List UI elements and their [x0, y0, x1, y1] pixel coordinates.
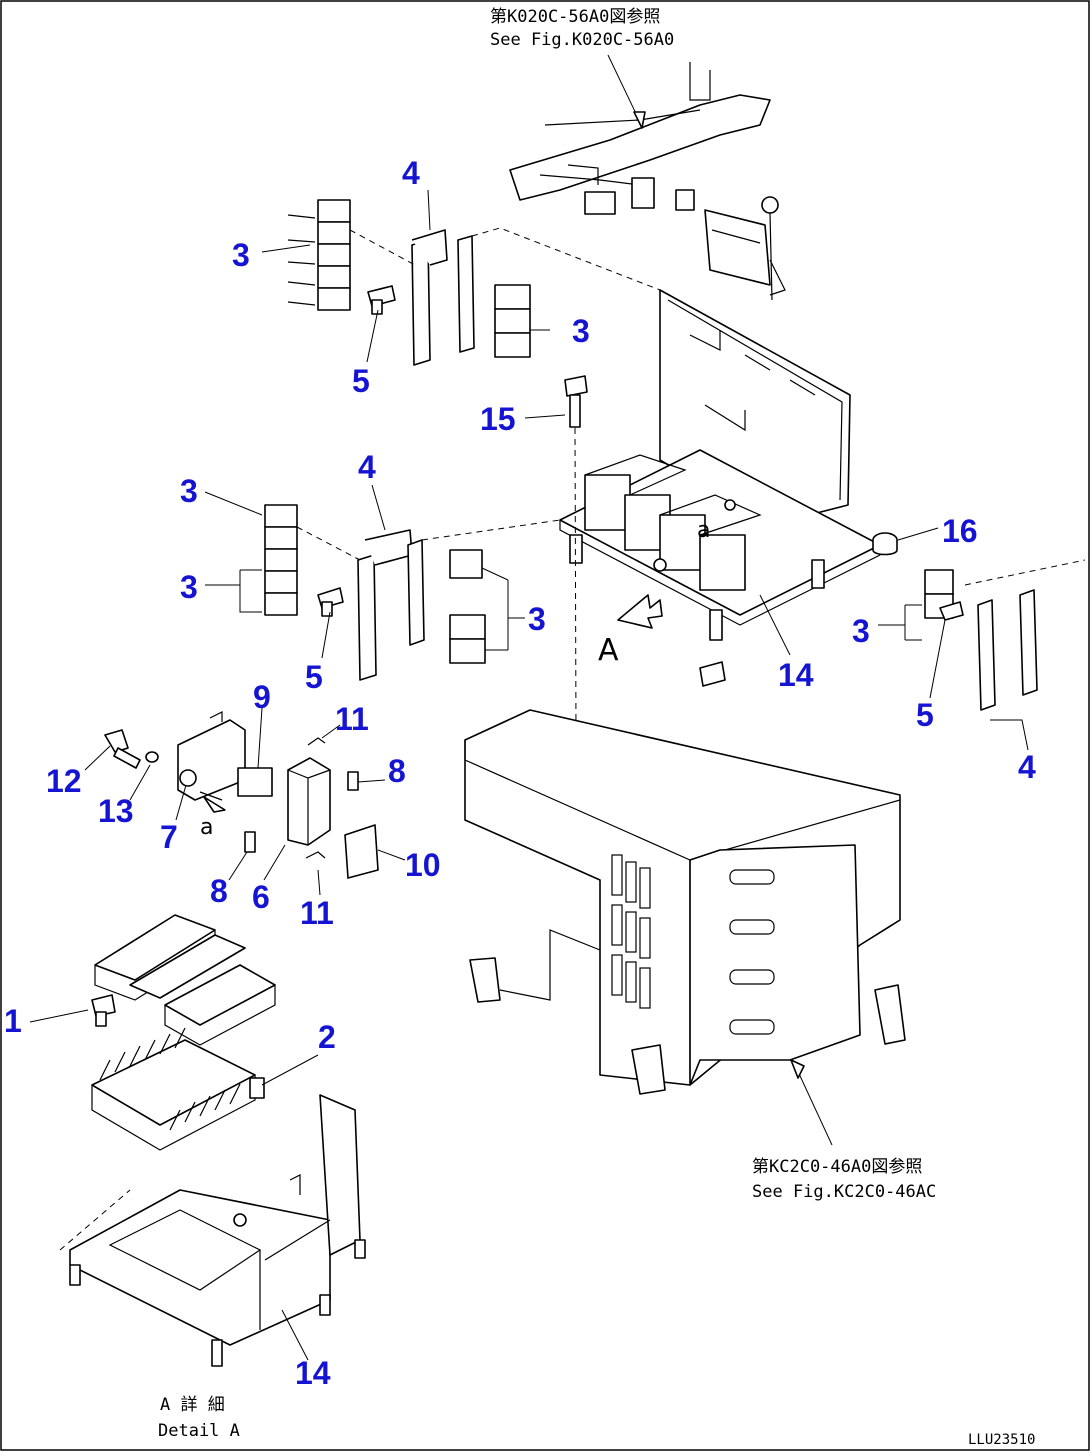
fuse-rows — [99, 1027, 241, 1131]
callout-8: 8 — [388, 753, 406, 789]
callout-5: 5 — [305, 659, 323, 695]
callout-4: 4 — [358, 449, 376, 485]
callout-7: 7 — [160, 819, 178, 855]
detail-a-label-en: Detail A — [158, 1421, 240, 1441]
callout-9: 9 — [253, 679, 271, 715]
callout-4: 4 — [1018, 749, 1036, 785]
callout-14: 14 — [778, 657, 814, 693]
reference-top-jp: 第K020C-56A0図参照 — [490, 7, 660, 27]
callout-12: 12 — [46, 763, 82, 799]
callout-14: 14 — [295, 1355, 331, 1391]
callout-3: 3 — [528, 601, 546, 637]
callout-11: 11 — [335, 701, 369, 737]
bolt-15 — [564, 375, 588, 739]
detail-a-assembly — [59, 914, 366, 1367]
reference-top-en: See Fig.K020C-56A0 — [490, 30, 674, 50]
callout-15: 15 — [480, 401, 516, 437]
wiring-harness-top — [509, 62, 786, 301]
callout-8: 8 — [210, 873, 228, 909]
view-letter-a: A — [598, 633, 619, 668]
cap-16 — [872, 532, 898, 556]
callout-10: 10 — [405, 847, 441, 883]
callout-2: 2 — [318, 1019, 336, 1055]
relay-bracket-right — [924, 559, 1086, 711]
callout-1: 1 — [4, 1003, 22, 1039]
view-letter-a-lower-main: a — [697, 518, 710, 543]
callout-11: 11 — [300, 895, 334, 931]
reference-bottom-en: See Fig.KC2C0-46AC — [752, 1182, 936, 1202]
detail-a-label-jp: A 詳 細 — [160, 1395, 225, 1415]
leader-ref-bottom — [794, 1064, 833, 1146]
callout-5: 5 — [916, 697, 934, 733]
relay-bracket-top-left — [287, 199, 661, 366]
callout-3: 3 — [572, 313, 590, 349]
drawing-code: LLU23510 — [968, 1432, 1035, 1448]
callout-5: 5 — [352, 363, 370, 399]
view-arrow-a — [617, 594, 663, 629]
controller-box-main — [559, 289, 881, 641]
callout-3: 3 — [232, 237, 250, 273]
arrow-a-lower — [203, 796, 226, 813]
callout-numbers: 1 2 3 3 3 3 3 3 4 4 4 5 5 5 6 7 8 8 9 10… — [4, 155, 1036, 1391]
callout-3: 3 — [180, 569, 198, 605]
callout-13: 13 — [98, 793, 134, 829]
callout-6: 6 — [252, 879, 270, 915]
controller-small-parts — [104, 711, 379, 879]
callout-4: 4 — [402, 155, 420, 191]
reference-bottom-jp: 第KC2C0-46A0図参照 — [752, 1157, 922, 1177]
cover-lower — [464, 661, 906, 1095]
arrowhead-ref-top — [633, 111, 646, 129]
leader-ref-top — [607, 54, 641, 123]
arrowhead-ref-bottom — [790, 1059, 805, 1079]
callout-3: 3 — [180, 473, 198, 509]
callout-3: 3 — [852, 613, 870, 649]
relay-bracket-mid-left — [264, 504, 561, 681]
callout-16: 16 — [942, 513, 978, 549]
view-letter-a-lower-small: a — [200, 815, 213, 840]
leader-lines — [29, 189, 1029, 1361]
cover-louvres — [611, 854, 775, 1035]
